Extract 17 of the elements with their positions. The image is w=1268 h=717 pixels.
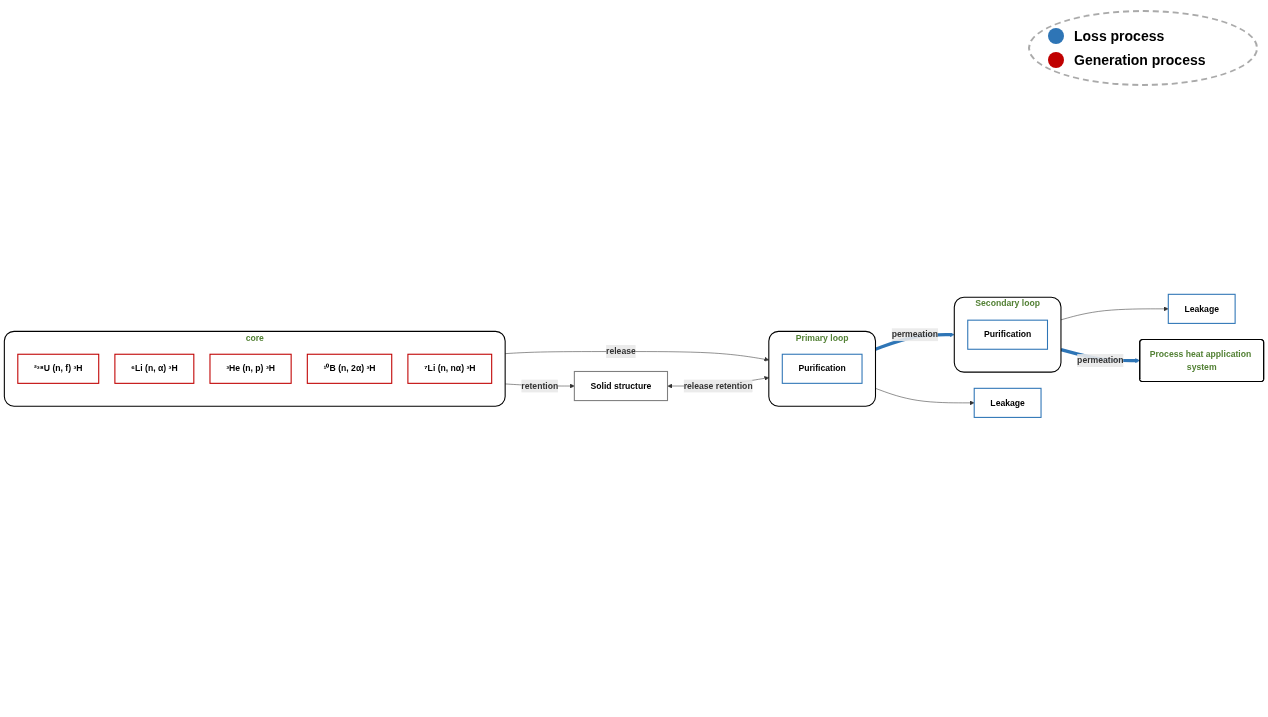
edge-label: permeation bbox=[891, 330, 939, 340]
legend-label: Loss process bbox=[1074, 28, 1165, 44]
node-box: ²³⁸U (n, f) ³H bbox=[17, 353, 100, 385]
node-box: ³He (n, p) ³H bbox=[209, 353, 292, 385]
node-box: Purification bbox=[967, 319, 1049, 350]
node-box: ¹⁰B (n, 2α) ³H bbox=[306, 353, 393, 385]
node-box: ⁷Li (n, nα) ³H bbox=[407, 353, 493, 385]
legend-label: Generation process bbox=[1074, 52, 1206, 68]
edge-label: release bbox=[606, 346, 636, 356]
edge-label: retention bbox=[521, 381, 559, 391]
node-box: Leakage bbox=[1167, 293, 1236, 325]
node-box: Purification bbox=[781, 353, 863, 385]
node-box: Solid structure bbox=[573, 371, 669, 402]
node-box: ⁶Li (n, α) ³H bbox=[114, 353, 195, 385]
edge-label: permeation bbox=[1077, 355, 1124, 366]
node-box: Leakage bbox=[973, 387, 1042, 419]
edge-label: release retention bbox=[683, 381, 753, 391]
